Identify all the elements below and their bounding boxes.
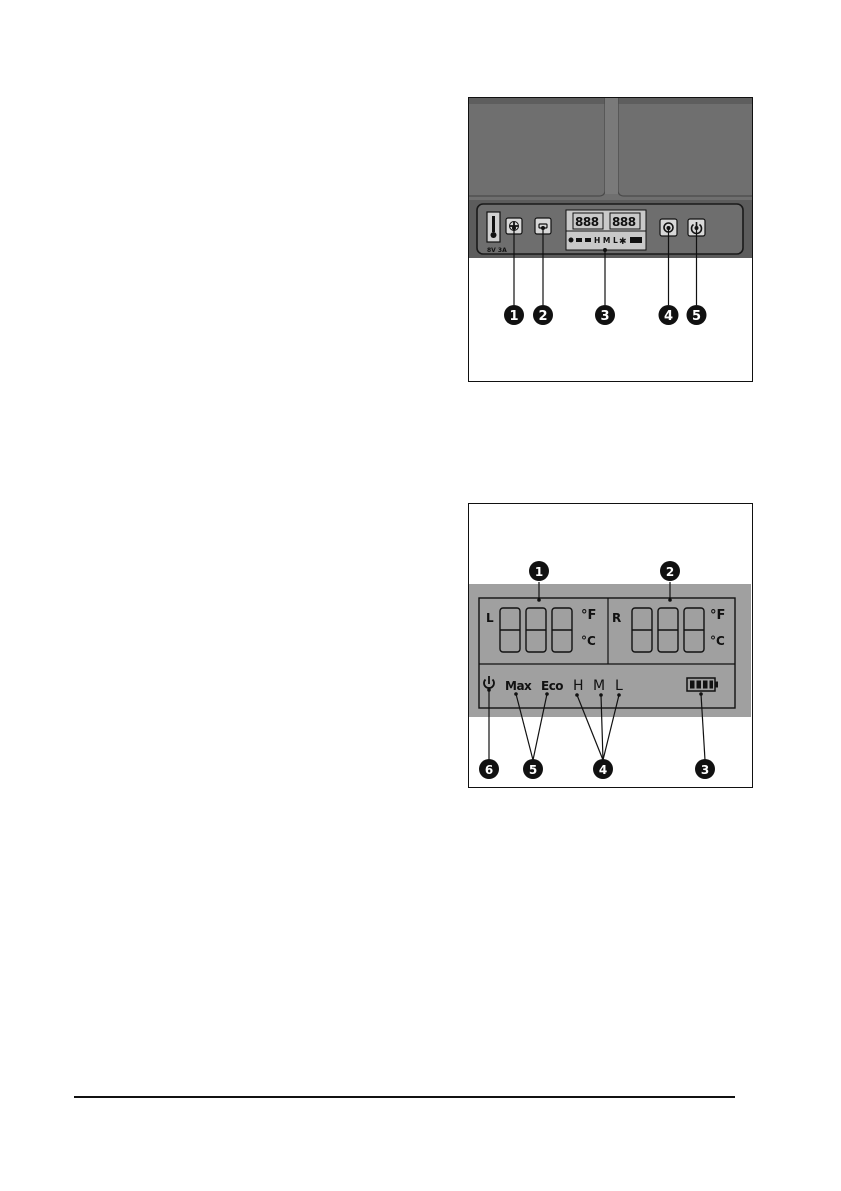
- callout-3: 3: [595, 305, 615, 325]
- svg-text:1: 1: [509, 309, 518, 324]
- display-panel-small: 888 888 H M L ✱: [566, 210, 646, 250]
- svg-text:4: 4: [664, 309, 673, 324]
- power-level-high: H: [573, 678, 584, 694]
- svg-text:1: 1: [535, 565, 543, 579]
- callout-4: 4: [659, 305, 679, 325]
- mode-max: Max: [505, 679, 532, 693]
- right-unit-c: °C: [710, 634, 725, 648]
- callout-4: 4: [593, 759, 613, 779]
- callout-6: 6: [479, 759, 499, 779]
- left-unit-c: °C: [581, 634, 596, 648]
- svg-text:5: 5: [692, 309, 701, 324]
- svg-text:3: 3: [600, 309, 609, 324]
- callout-5: 5: [687, 305, 707, 325]
- left-unit-f: °F: [581, 608, 596, 623]
- right-unit-f: °F: [710, 608, 725, 623]
- svg-text:888: 888: [612, 215, 636, 229]
- callout-1: 1: [529, 561, 549, 581]
- callout-2: 2: [533, 305, 553, 325]
- left-zone-label: L: [486, 611, 494, 625]
- callout-2: 2: [660, 561, 680, 581]
- display-figure: L °F °C R °F °C Max Eco H: [468, 503, 753, 788]
- power-level-low: L: [615, 678, 623, 694]
- callout-1: 1: [504, 305, 524, 325]
- footer-rule: [74, 1096, 735, 1098]
- callout-5: 5: [523, 759, 543, 779]
- display-backplate: [469, 584, 751, 717]
- right-zone-label: R: [612, 611, 621, 625]
- socket-label: 8V 3A: [487, 247, 507, 254]
- svg-text:4: 4: [599, 763, 607, 777]
- svg-text:3: 3: [701, 763, 709, 777]
- svg-text:6: 6: [485, 763, 493, 777]
- svg-text:2: 2: [666, 565, 674, 579]
- small-display-power-levels: H M L: [594, 236, 618, 245]
- mode-eco: Eco: [541, 679, 563, 693]
- power-level-medium: M: [593, 678, 605, 694]
- svg-text:2: 2: [538, 309, 547, 324]
- svg-text:888: 888: [575, 215, 599, 229]
- dc-socket-icon: [487, 212, 500, 242]
- svg-text:✱: ✱: [619, 237, 627, 247]
- callout-3: 3: [695, 759, 715, 779]
- control-panel-figure: 8V 3A 888 888 H M L ✱: [468, 97, 753, 382]
- control-panel-illustration: 8V 3A 888 888 H M L ✱: [469, 98, 753, 382]
- svg-text:5: 5: [529, 763, 537, 777]
- display-illustration: L °F °C R °F °C Max Eco H: [469, 504, 753, 788]
